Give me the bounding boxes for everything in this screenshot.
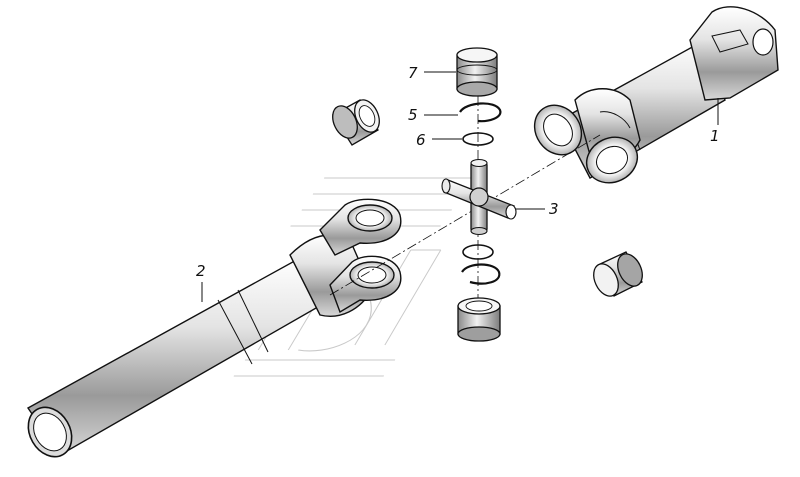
callout-1: 1 [710, 127, 720, 145]
callout-7: 7 [408, 64, 418, 82]
axis-centerline [329, 134, 601, 296]
callout-3: 3 [549, 200, 559, 218]
bearing-cup-left [332, 99, 380, 146]
shaft-part-1 [533, 6, 779, 184]
seal-ring-lower [462, 244, 494, 260]
seal-ring-part-6 [462, 132, 494, 146]
bearing-cup-lower [457, 297, 501, 342]
shaft-part-2 [26, 198, 402, 458]
cross-spider-part-3 [441, 158, 517, 236]
callout-6: 6 [416, 131, 426, 149]
callout-2: 2 [196, 262, 206, 280]
retaining-ring-lower [461, 263, 501, 285]
retaining-ring-part-5 [459, 102, 502, 123]
callout-5: 5 [408, 106, 418, 124]
bearing-cup-part-7 [456, 47, 498, 97]
bearing-cup-right [593, 251, 643, 297]
